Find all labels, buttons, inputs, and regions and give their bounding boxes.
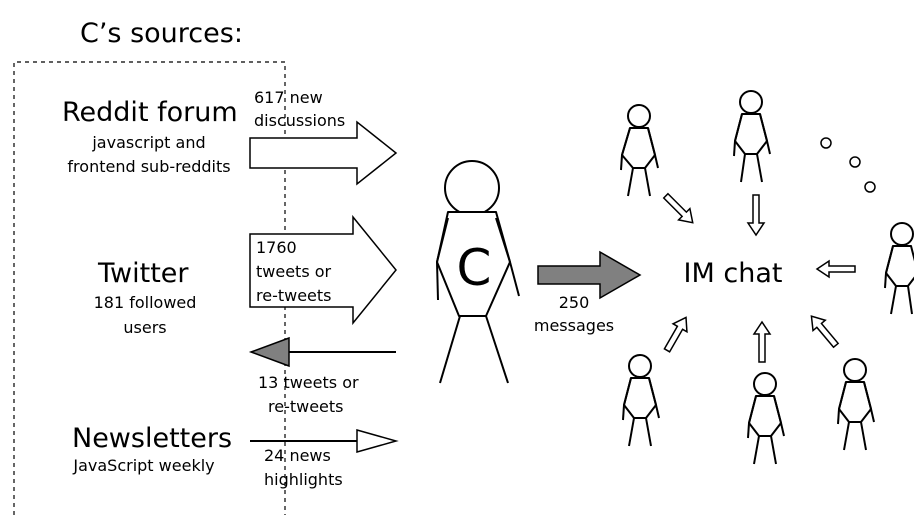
newsletters-name: Newsletters: [72, 423, 232, 454]
chat-arrow-6: [810, 315, 840, 349]
twitter-out-2: re-tweets: [268, 397, 344, 416]
diagram-title: C’s sources:: [80, 18, 243, 49]
chat-participant-4: [622, 354, 660, 447]
twitter-in-2: tweets or: [256, 262, 332, 281]
person-c-label: C: [457, 239, 492, 297]
newsletters-flow-arrowhead: [356, 429, 399, 453]
twitter-in-1: 1760: [256, 238, 297, 257]
newsletters-flow-1: 24 news: [264, 446, 331, 465]
messages-count-2: messages: [534, 316, 614, 335]
chat-participant-6: [837, 358, 875, 451]
person-c-figure: [436, 160, 520, 384]
ellipsis-dot-2: [849, 156, 861, 168]
twitter-inflow-arrow: [249, 214, 397, 326]
chat-arrow-3: [815, 259, 856, 279]
chat-participant-1: [620, 104, 659, 197]
messages-count-1: 250: [559, 293, 590, 312]
reddit-inflow-arrow: [249, 120, 398, 186]
chat-arrow-2: [746, 194, 766, 237]
chat-arrow-5: [752, 320, 772, 363]
twitter-in-3: re-tweets: [256, 286, 332, 305]
chat-arrow-1: [662, 192, 694, 224]
reddit-flow-2: discussions: [254, 111, 345, 130]
chat-participant-5: [747, 372, 785, 465]
twitter-outflow-arrowhead: [248, 336, 290, 368]
twitter-name: Twitter: [97, 258, 189, 289]
ellipsis-dot-3: [864, 181, 876, 193]
chat-arrow-4: [663, 316, 688, 353]
chat-participant-2: [733, 90, 771, 183]
ellipsis-dot-1: [820, 137, 832, 149]
messages-arrow: [537, 250, 642, 300]
twitter-desc-2: users: [123, 318, 166, 337]
reddit-desc-1: javascript and: [91, 133, 205, 152]
reddit-desc-2: frontend sub-reddits: [67, 157, 230, 176]
reddit-flow-1: 617 new: [254, 88, 323, 107]
chat-participant-3: [884, 222, 914, 315]
sources-boundary: [13, 61, 286, 515]
newsletters-flow-2: highlights: [264, 470, 343, 489]
twitter-out-1: 13 tweets or: [258, 373, 359, 392]
newsletters-desc-1: JavaScript weekly: [72, 456, 214, 475]
twitter-desc-1: 181 followed: [94, 293, 197, 312]
reddit-name: Reddit forum: [62, 97, 238, 128]
im-chat-label: IM chat: [684, 258, 783, 289]
